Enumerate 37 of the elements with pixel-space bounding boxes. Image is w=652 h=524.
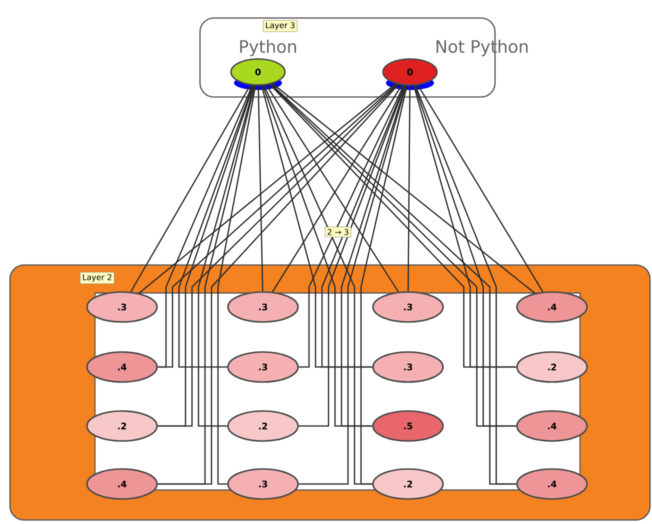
connector-line	[321, 85, 406, 368]
neuron-node: .3	[372, 351, 444, 383]
neuron-node: .4	[516, 410, 588, 442]
neuron-node: .3	[372, 291, 444, 323]
neuron-node: .4	[516, 468, 588, 500]
connector-line	[130, 84, 251, 292]
neuron-node: .4	[86, 468, 158, 500]
neuron-node: .3	[227, 351, 299, 383]
connector-line	[272, 83, 536, 294]
connector-line	[298, 85, 406, 427]
neuron-node: .2	[372, 468, 444, 500]
neuron-node: .3	[227, 468, 299, 500]
connector-line	[178, 85, 254, 368]
output-node: 0	[382, 58, 438, 90]
connector-line	[360, 86, 408, 485]
neuron-node: .2	[227, 410, 299, 442]
neuron-node: .2	[516, 351, 588, 383]
connector-line	[413, 85, 516, 368]
neuron-node: .5	[372, 410, 444, 442]
connector-line	[158, 84, 398, 368]
neuron-node: .4	[86, 351, 158, 383]
neuron-node: .4	[516, 291, 588, 323]
neuron-node: .3	[227, 291, 299, 323]
connector-line	[258, 86, 264, 292]
connector-line	[138, 83, 396, 294]
connector-line	[217, 86, 256, 485]
connection-label: 2 → 3	[324, 226, 352, 238]
neuron-node: .2	[86, 410, 158, 442]
node-label: Python	[240, 40, 296, 56]
connector-line	[298, 85, 407, 485]
connector-line	[417, 84, 544, 292]
connector-line	[408, 86, 411, 292]
neuron-node: .3	[86, 291, 158, 323]
connector-line	[340, 85, 406, 427]
connector-line	[298, 85, 404, 368]
connector-line	[198, 85, 255, 427]
output-node: 0	[230, 58, 286, 90]
